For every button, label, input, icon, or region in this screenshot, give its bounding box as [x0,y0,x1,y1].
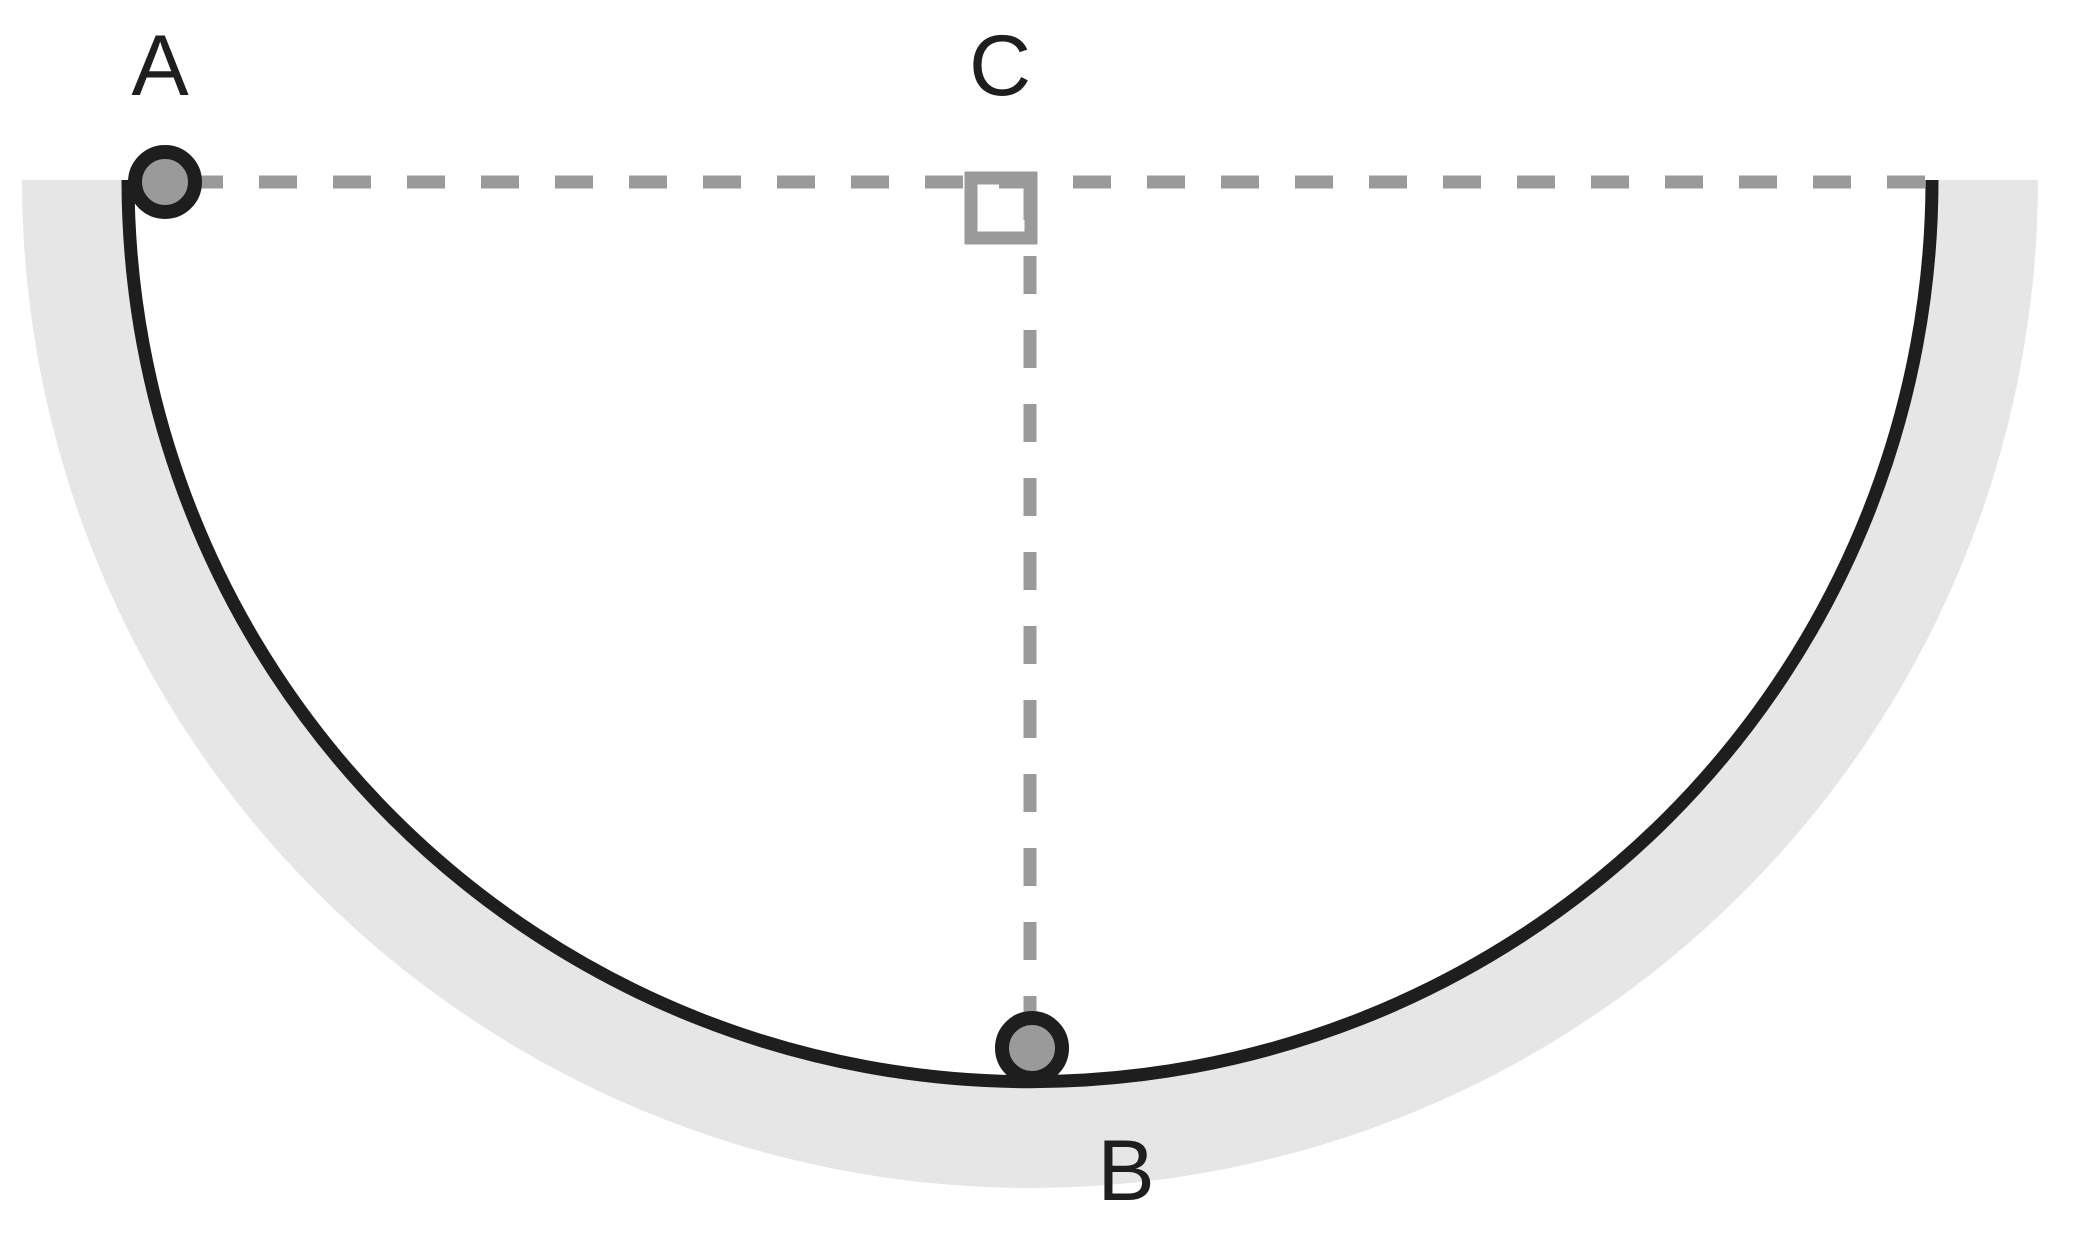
right-angle-marker-icon [964,171,1038,245]
label-a: A [131,18,189,114]
bead-at-b [995,1011,1069,1085]
bowl-wall-band [22,180,2038,1188]
bead-at-a [128,145,202,219]
label-b: B [1097,1123,1154,1219]
label-c: C [969,18,1031,114]
